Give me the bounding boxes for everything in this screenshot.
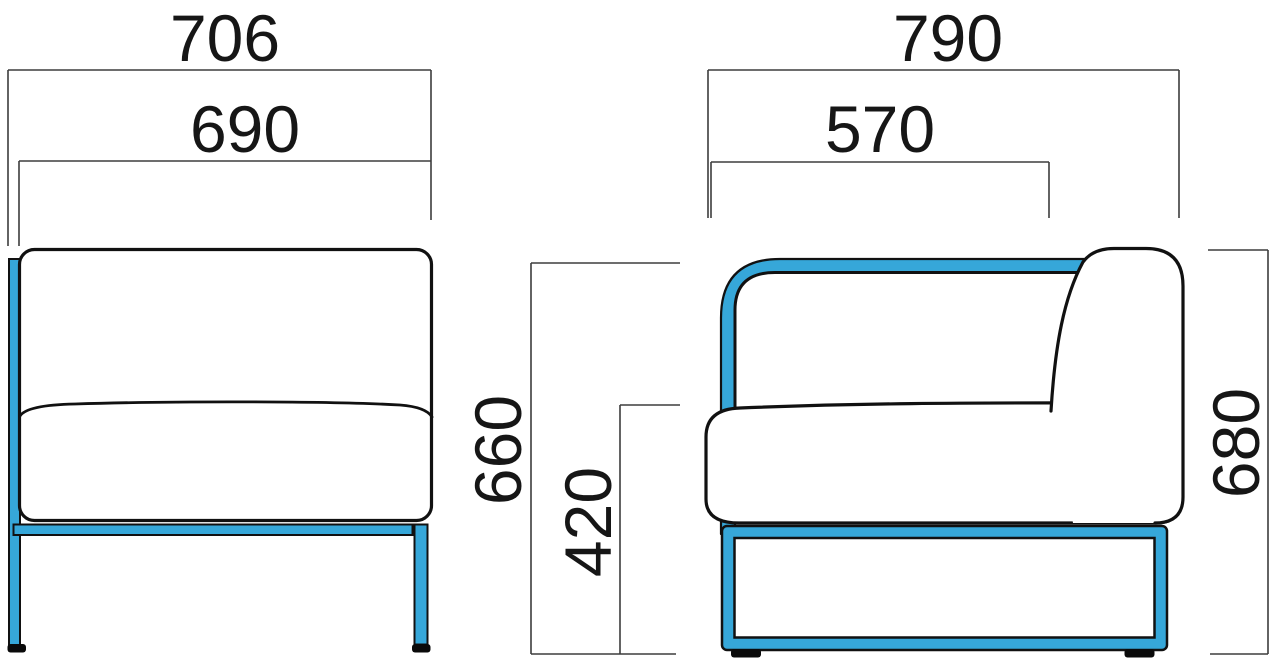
dimension-line-660 — [530, 262, 680, 655]
overall-height-label: 680 — [1199, 388, 1273, 498]
side-rear-foot — [1124, 649, 1155, 658]
dimension-side-overall-depth: 790 — [707, 1, 1180, 218]
dimension-back-frame-height: 660 — [461, 262, 680, 655]
front-cushion-block — [17, 247, 434, 523]
dimension-side-seat-depth: 570 — [710, 92, 1050, 218]
front-overall-width-label: 706 — [170, 1, 280, 75]
front-cushion-width-label: 690 — [190, 92, 300, 166]
seat-height-label: 420 — [551, 467, 625, 577]
side-front-foot — [731, 649, 761, 658]
back-frame-height-label: 660 — [461, 395, 535, 505]
dimension-front-cushion-width: 690 — [18, 92, 431, 246]
dimensions: 706 690 790 570 660 420 680 — [7, 1, 1273, 655]
front-right-leg — [413, 523, 429, 646]
dimension-line-706 — [7, 69, 432, 246]
dimension-line-570 — [710, 161, 1050, 218]
side-armrest-outline — [1049, 246, 1185, 525]
front-right-foot — [412, 644, 431, 653]
dimension-front-overall-width: 706 — [7, 1, 432, 246]
front-seat-seam — [18, 400, 434, 419]
dimension-line-690 — [18, 160, 431, 246]
front-view — [7, 247, 434, 653]
side-seat-depth-label: 570 — [825, 92, 935, 166]
dimension-seat-height: 420 — [551, 404, 680, 654]
dimension-line-680 — [1208, 249, 1269, 655]
side-armrest-fill — [1051, 248, 1183, 523]
front-base-rail — [12, 523, 414, 536]
dimension-line-420 — [619, 404, 680, 654]
front-left-foot — [7, 644, 26, 653]
side-base-frame-inner — [733, 536, 1156, 639]
side-overall-depth-label: 790 — [893, 1, 1003, 75]
side-view — [704, 246, 1185, 658]
dimension-overall-height: 680 — [1199, 249, 1273, 655]
dimension-line-790 — [707, 69, 1180, 218]
